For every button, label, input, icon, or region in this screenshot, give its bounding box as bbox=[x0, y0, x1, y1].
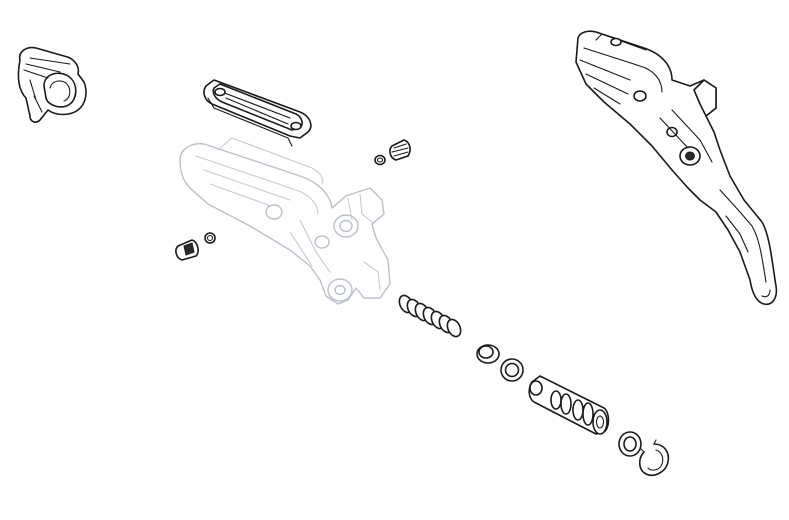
piston-icon bbox=[528, 375, 610, 435]
o-ring-icon bbox=[500, 358, 524, 382]
brake-lever-icon bbox=[575, 30, 778, 306]
snap-ring-icon bbox=[638, 439, 670, 477]
reservoir-cover-icon bbox=[203, 79, 312, 147]
cup-seal-icon bbox=[476, 344, 500, 364]
clamp-icon bbox=[17, 46, 87, 123]
lever-body-icon bbox=[179, 137, 391, 305]
screw-icon bbox=[374, 139, 411, 166]
screw-icon bbox=[175, 232, 216, 261]
washer-icon bbox=[618, 431, 642, 457]
spring-icon bbox=[398, 294, 462, 338]
